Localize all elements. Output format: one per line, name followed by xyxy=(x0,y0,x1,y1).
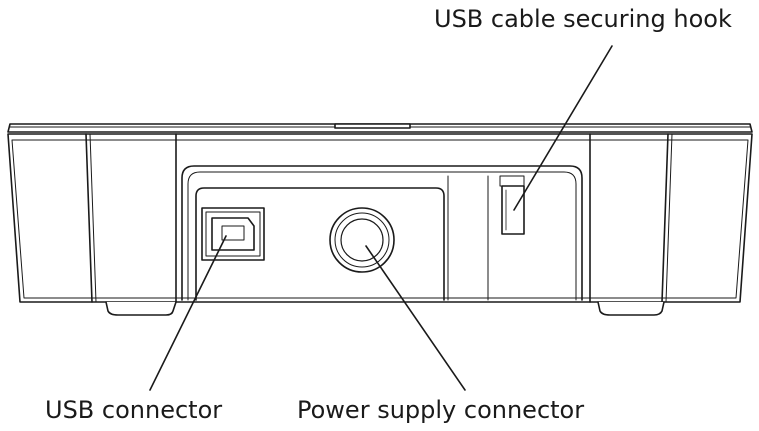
hook-leader-line xyxy=(513,45,613,211)
power-leader-line xyxy=(365,245,466,391)
usb-leader-line xyxy=(149,235,227,391)
callout-leader-lines xyxy=(149,45,613,391)
connector-recess xyxy=(181,165,583,301)
device-feet xyxy=(105,301,665,316)
usb-connector-label: USB connector xyxy=(45,396,223,424)
usb-cable-securing-hook-label: USB cable securing hook xyxy=(434,5,732,33)
power-supply-connector-label: Power supply connector xyxy=(297,396,585,424)
usb-cable-securing-hook xyxy=(499,175,525,235)
device-lid xyxy=(7,123,753,133)
power-supply-connector-port xyxy=(329,207,395,273)
usb-connector-port xyxy=(201,207,265,261)
